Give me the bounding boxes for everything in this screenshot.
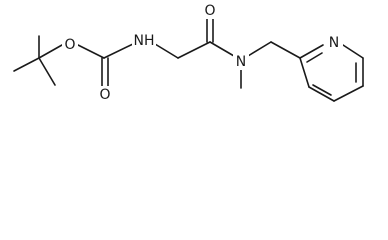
atom-label-carbamate-nh: NH xyxy=(134,33,155,49)
bond-ring-n1-c6 xyxy=(342,44,364,59)
bond-ring-inner-n1-c2 xyxy=(306,52,323,63)
bond-tbu-to-ester-oxygen xyxy=(38,44,63,59)
bond-ring-inner-c4-c3 xyxy=(312,84,332,96)
bond-nh-to-ch2 xyxy=(154,43,179,59)
atom-label-ester-oxygen: O xyxy=(64,37,75,53)
atom-label-pyridine-nitrogen: N xyxy=(329,35,339,51)
bond-ring-c5-c4 xyxy=(333,85,364,102)
bond-benzylic-ch2-to-ring xyxy=(270,41,301,59)
bond-tbu-methyl-right xyxy=(38,57,56,86)
bond-ring-c2-n1 xyxy=(299,44,324,59)
bond-ring-c4-c3 xyxy=(308,86,335,102)
chemical-structure-diagram: O NH O N N O xyxy=(13,3,364,104)
bond-carbamate-c-to-nh xyxy=(103,43,134,59)
atom-label-carbonyl-oxygen: O xyxy=(99,87,110,103)
bond-ring-c3-c2 xyxy=(299,57,310,88)
bond-amide-carbon-to-n xyxy=(209,41,235,57)
atom-label-amide-nitrogen: N xyxy=(236,54,246,70)
atom-label-amide-carbonyl-oxygen: O xyxy=(204,3,215,19)
bond-tbu-methyl-left xyxy=(13,57,40,72)
bond-ester-oxygen-to-carbonyl xyxy=(77,44,105,59)
bond-n-to-benzylic-ch2 xyxy=(247,41,272,57)
bond-ch2-to-amide-carbon xyxy=(177,41,211,59)
